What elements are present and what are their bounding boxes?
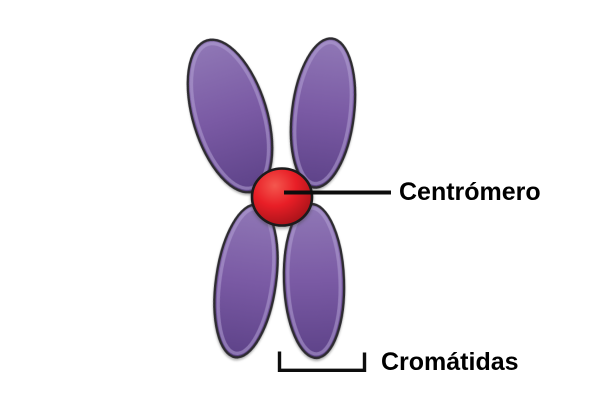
chromatid-arm-upper-left-highlight [189,42,271,190]
chromatid-arm-lower-right [282,202,346,360]
chromatid-arm-lower-right-body [282,202,346,360]
chromatid-arm-upper-right-highlight [293,40,353,186]
centromere-group [250,167,314,227]
chromatid-arm-upper-right [289,37,357,189]
centromere-label: Centrómero [399,178,541,206]
chromatid-arm-upper-left [186,38,274,194]
chromatid-arm-lower-right-highlight [286,206,342,356]
chromatid-arm-upper-right-body [289,37,357,189]
centromere [250,167,314,227]
chromatids-label: Cromátidas [381,348,519,376]
chromatids-bracket [277,351,367,372]
